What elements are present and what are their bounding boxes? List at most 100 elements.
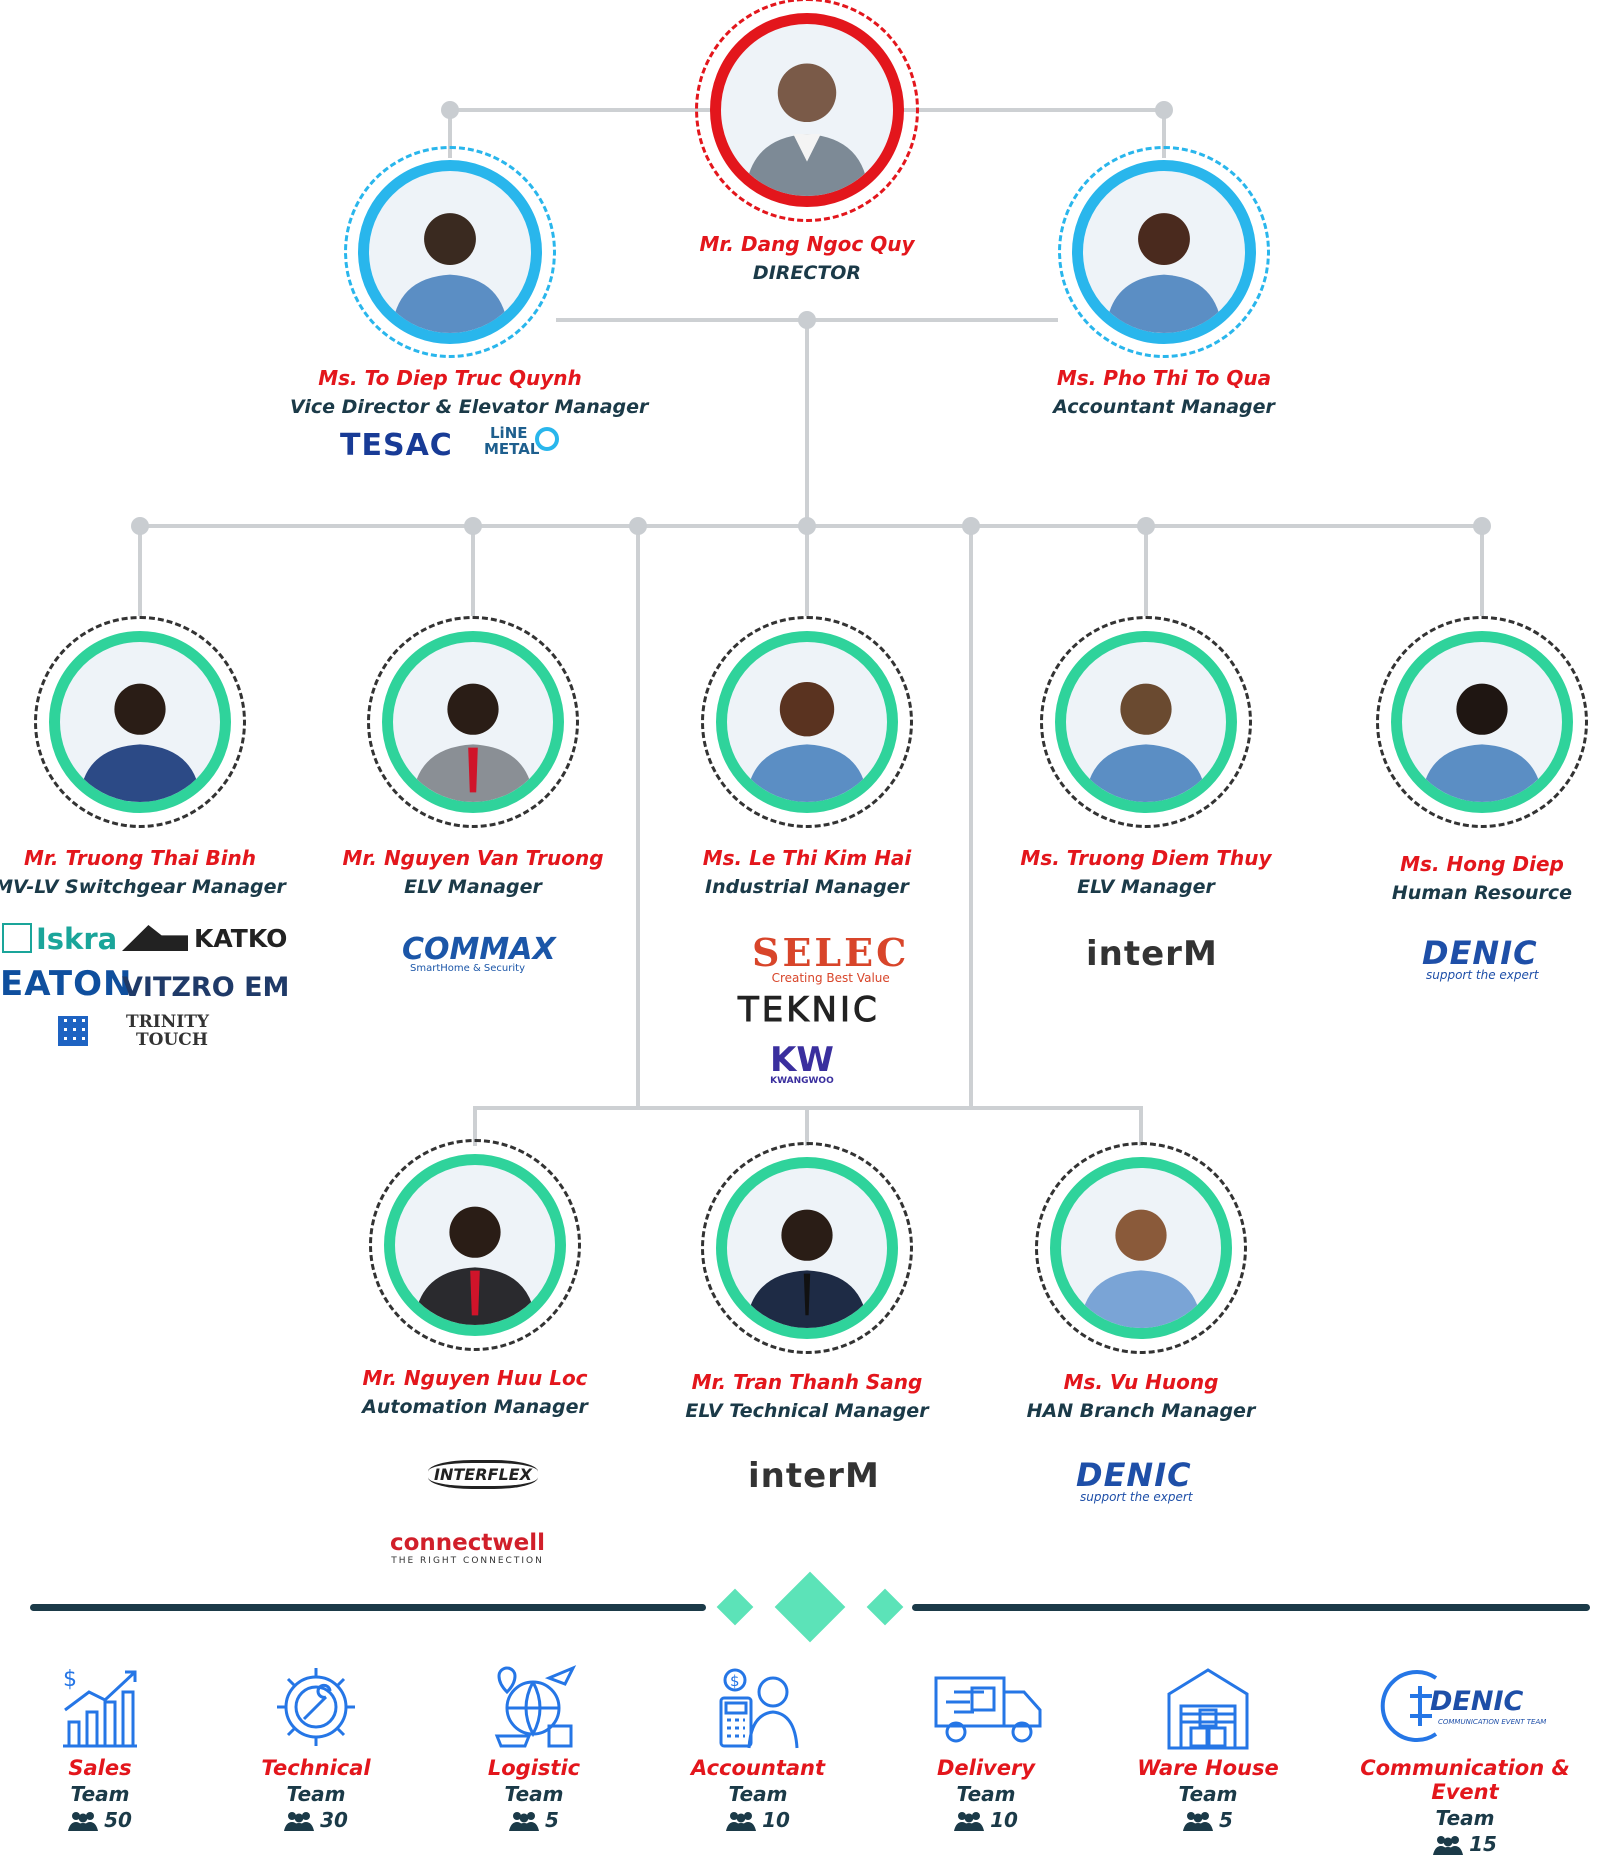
accountant-name: Ms. Pho Thi To Qua <box>1056 366 1272 390</box>
manager-label: Mr. Truong Thai Binh MV-LV Switchgear Ma… <box>0 846 300 898</box>
manager-outer-ring <box>1040 616 1252 828</box>
sub-name: Mr. Tran Thanh Sang <box>691 1370 923 1394</box>
manager-name: Ms. Le Thi Kim Hai <box>702 846 912 870</box>
kwangwoo-logo: KW KWANGWOO <box>770 1040 834 1086</box>
manager-label: Ms. Le Thi Kim Hai Industrial Manager <box>647 846 967 898</box>
manager-role: Industrial Manager <box>705 876 909 898</box>
manager-name: Ms. Hong Diep <box>1400 852 1564 876</box>
vice-photo <box>358 160 542 344</box>
connectwell-logo: connectwell THE RIGHT CONNECTION <box>390 1530 546 1566</box>
interflex-logo: INTERFLEX <box>428 1460 538 1489</box>
team-count: 15 <box>1330 1832 1600 1856</box>
sub-outer-ring <box>701 1142 913 1354</box>
director-photo <box>710 13 904 207</box>
manager-role: ELV Manager <box>404 876 542 898</box>
team-delivery: Delivery Team 10 <box>886 1662 1086 1832</box>
calculator-accountant-icon: $ <box>719 1668 799 1749</box>
svg-text:$: $ <box>730 1672 740 1690</box>
director-label: Mr. Dang Ngoc Quy DIRECTOR <box>647 232 967 284</box>
team-warehouse: Ware House Team 5 <box>1108 1662 1308 1832</box>
manager-photo <box>382 631 564 813</box>
tesac-logo: TESAC <box>340 428 453 463</box>
people-icon <box>954 1812 985 1831</box>
teknic-logo: TEKNIC <box>738 990 880 1031</box>
gear-wrench-icon <box>277 1668 355 1746</box>
people-icon <box>1433 1836 1464 1855</box>
team-logistic: Logistic Team 5 <box>434 1662 634 1832</box>
iskra-logo: Iskra <box>2 922 117 956</box>
team-count: 10 <box>658 1808 858 1832</box>
sub-name: Mr. Nguyen Huu Loc <box>362 1366 588 1390</box>
manager-outer-ring <box>367 616 579 828</box>
people-icon <box>284 1812 315 1831</box>
team-suffix: Team <box>728 1782 788 1806</box>
manager-label: Mr. Nguyen Van Truong ELV Manager <box>313 846 633 898</box>
team-count: 5 <box>1108 1808 1308 1832</box>
team-suffix: Team <box>956 1782 1016 1806</box>
diamond-center <box>774 1571 846 1643</box>
denic-logo: DENIC support the expert <box>1076 1456 1193 1504</box>
manager-photo <box>716 631 898 813</box>
line-metal-logo: LiNE METAL <box>484 424 564 464</box>
vitzro-logo: VITZRO EM <box>122 972 290 1003</box>
sub-role: Automation Manager <box>362 1396 588 1418</box>
team-count: 10 <box>886 1808 1086 1832</box>
sub-role: HAN Branch Manager <box>1026 1400 1256 1422</box>
team-suffix: Team <box>286 1782 346 1806</box>
people-icon <box>68 1812 99 1831</box>
manager-outer-ring <box>1376 616 1588 828</box>
team-communication-event: DENIC COMMUNICATION EVENT TEAM Communica… <box>1330 1662 1600 1856</box>
sales-chart-icon: $ <box>63 1667 137 1748</box>
accountant-photo <box>1072 160 1256 344</box>
manager-photo <box>1391 631 1573 813</box>
vice-label: Ms. To Diep Truc Quynh Vice Director & E… <box>290 366 648 418</box>
manager-photo <box>1055 631 1237 813</box>
manager-role: ELV Manager <box>1077 876 1215 898</box>
director-name: Mr. Dang Ngoc Quy <box>699 232 915 256</box>
team-suffix: Team <box>504 1782 564 1806</box>
team-sales: $ Sales Team 50 <box>0 1662 200 1832</box>
sub-name: Ms. Vu Huong <box>1063 1370 1219 1394</box>
sub-outer-ring <box>369 1139 581 1351</box>
trinity-touch-logo: TRINITY TOUCH <box>58 1012 228 1054</box>
team-name: Delivery <box>936 1756 1036 1780</box>
team-count: 30 <box>216 1808 416 1832</box>
vice-outer-ring <box>344 146 556 358</box>
svg-text:$: $ <box>63 1667 77 1692</box>
team-suffix: Team <box>1435 1806 1495 1830</box>
interm-logo: interM <box>748 1456 880 1496</box>
sub-role: ELV Technical Manager <box>685 1400 929 1422</box>
delivery-truck-icon <box>934 1676 1042 1743</box>
team-name: Logistic <box>487 1756 581 1780</box>
people-icon <box>1183 1812 1214 1831</box>
team-name: Technical <box>261 1756 371 1780</box>
team-accountant: $ Accountant Team 10 <box>658 1662 858 1832</box>
eaton-logo: EATON <box>0 964 133 1004</box>
sub-photo <box>716 1157 898 1339</box>
director-role: DIRECTOR <box>752 262 862 284</box>
manager-outer-ring <box>701 616 913 828</box>
globe-logistics-icon <box>494 1665 577 1748</box>
team-suffix: Team <box>1178 1782 1238 1806</box>
manager-name: Ms. Truong Diem Thuy <box>1020 846 1272 870</box>
manager-name: Mr. Truong Thai Binh <box>23 846 257 870</box>
team-name: Accountant <box>690 1756 826 1780</box>
team-technical: Technical Team 30 <box>216 1662 416 1832</box>
warehouse-icon <box>1167 1668 1249 1750</box>
manager-label: Ms. Hong Diep Human Resource <box>1322 852 1600 904</box>
katko-logo: KATKO <box>122 924 287 953</box>
team-count: 50 <box>0 1808 200 1832</box>
interm-logo: interM <box>1086 934 1218 974</box>
people-icon <box>726 1812 757 1831</box>
director-outer-ring <box>695 0 919 222</box>
manager-name: Mr. Nguyen Van Truong <box>342 846 604 870</box>
team-name: Communication & Event <box>1360 1756 1570 1804</box>
sub-photo <box>1050 1157 1232 1339</box>
commax-logo: COMMAX SmartHome & Security <box>402 932 556 974</box>
denic-comm-icon: DENIC COMMUNICATION EVENT TEAM <box>1380 1662 1550 1752</box>
manager-label: Ms. Truong Diem Thuy ELV Manager <box>986 846 1306 898</box>
diamond-right <box>866 1588 904 1626</box>
team-count: 5 <box>434 1808 634 1832</box>
vice-name: Ms. To Diep Truc Quynh <box>318 366 582 390</box>
sub-label: Mr. Nguyen Huu Loc Automation Manager <box>315 1366 635 1418</box>
